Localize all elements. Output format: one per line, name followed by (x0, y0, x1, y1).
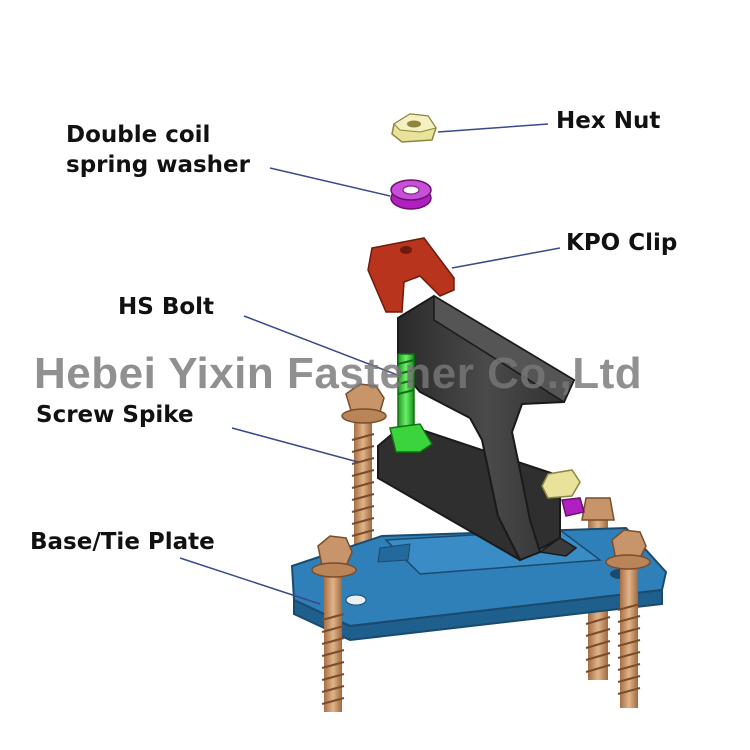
label-kpo-clip: KPO Clip (566, 228, 677, 258)
leader-washer (270, 168, 390, 196)
label-screw-spike: Screw Spike (36, 400, 194, 430)
label-hex-nut: Hex Nut (556, 106, 660, 136)
label-hs-bolt: HS Bolt (118, 292, 214, 322)
leader-hs-bolt (244, 316, 400, 376)
hex-nut-shape (392, 114, 436, 142)
leader-hex-nut (438, 124, 548, 132)
spring-washer-shape (391, 180, 431, 209)
label-washer-line1: Double coil (66, 120, 250, 150)
label-spring-washer: Double coil spring washer (66, 120, 250, 180)
leader-kpo-clip (452, 248, 560, 268)
label-base-plate: Base/Tie Plate (30, 527, 215, 557)
screw-spike-front-right (606, 530, 650, 708)
label-washer-line2: spring washer (66, 150, 250, 180)
leader-screw-spike (232, 428, 358, 462)
